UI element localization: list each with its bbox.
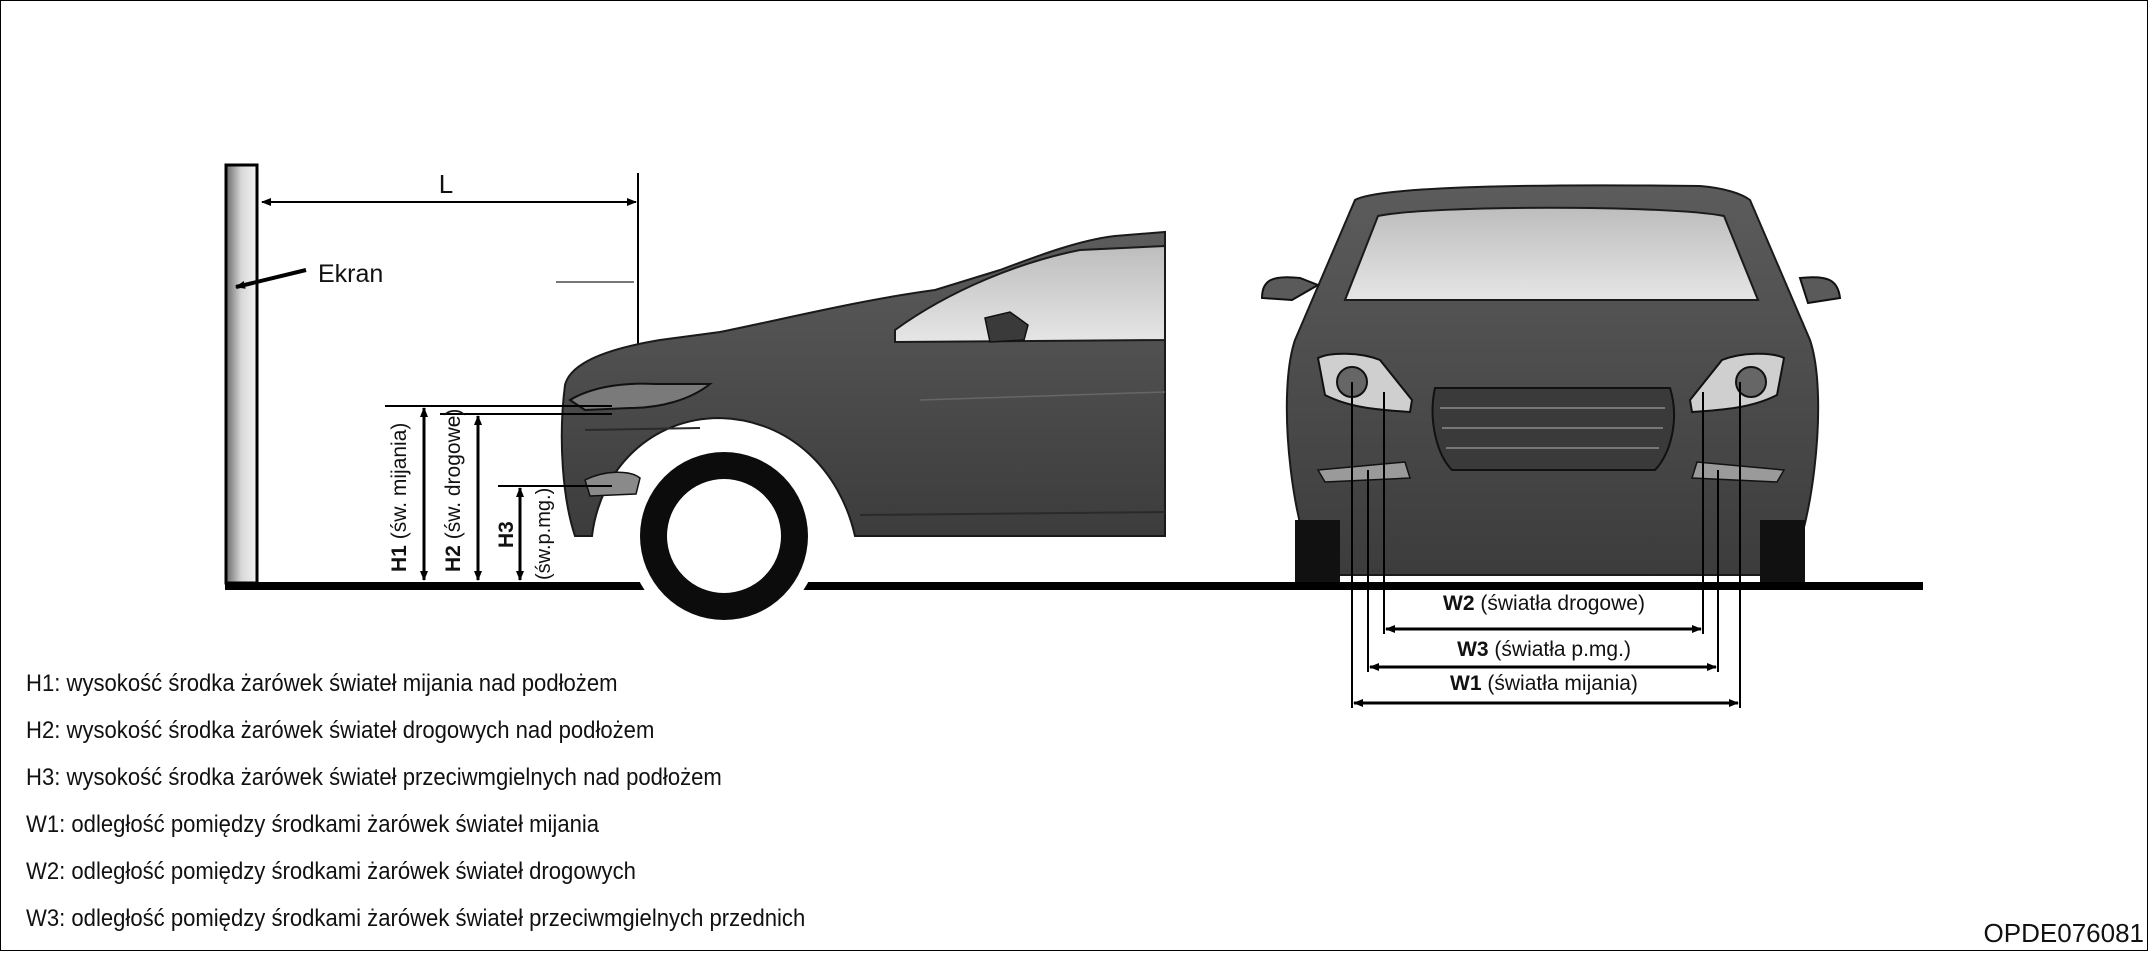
ground-line <box>225 582 1923 590</box>
h3-label: H3 <box>495 521 518 548</box>
legend-item-w2: W2: odległość pomiędzy środkami żarówek … <box>26 858 636 885</box>
h2-label: H2 (św. drogowe) <box>442 409 465 572</box>
w2-label: W2 (światła drogowe) <box>1443 592 1645 615</box>
distance-l-label: L <box>439 169 453 199</box>
h3-note-label: (św.p.mg.) <box>533 488 555 580</box>
car-side-view <box>560 230 1166 632</box>
legend-item-w3: W3: odległość pomiędzy środkami żarówek … <box>26 905 806 932</box>
legend-item-w1: W1: odległość pomiędzy środkami żarówek … <box>26 811 600 838</box>
car-front-view <box>1260 184 1842 582</box>
legend-item-h3: H3: wysokość środka żarówek świateł prze… <box>26 764 722 791</box>
h1-label: H1 (św. mijania) <box>388 423 411 572</box>
screen-panel <box>224 163 259 585</box>
screen-label: Ekran <box>318 260 383 288</box>
w1-label: W1 (światła mijania) <box>1450 672 1638 695</box>
legend-list: H1: wysokość środka żarówek świateł mija… <box>26 660 873 942</box>
legend-item-h1: H1: wysokość środka żarówek świateł mija… <box>26 670 618 697</box>
w3-label: W3 (światła p.mg.) <box>1457 638 1631 661</box>
figure-code: OPDE076081 <box>1983 918 2144 948</box>
screen-pointer-arrow <box>235 268 307 289</box>
legend-item-h2: H2: wysokość środka żarówek świateł drog… <box>26 717 655 744</box>
